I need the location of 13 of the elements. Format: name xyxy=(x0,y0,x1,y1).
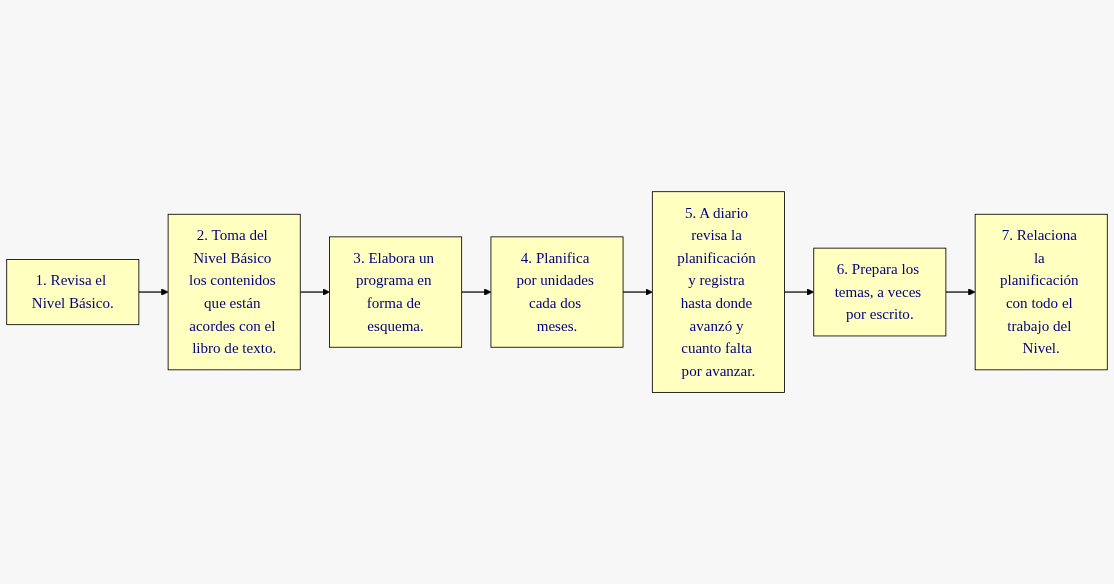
arrow xyxy=(138,288,169,296)
arrow xyxy=(299,288,330,296)
node-box: 2. Toma del Nivel Básico los contenidos que están acordes con el libro de texto. xyxy=(167,213,301,371)
node-box: 1. Revisa el Nivel Básico. xyxy=(6,258,140,326)
arrow xyxy=(461,288,492,296)
arrow xyxy=(783,288,815,296)
node-box: 5. A diario revisa la planificación y registra hasta donde avanzó y cuanto falta por avanzar. xyxy=(651,191,785,393)
node-box: 7. Relaciona la planificación con todo el trabajo del Nivel. xyxy=(974,213,1108,371)
arrow xyxy=(945,288,976,296)
arrow xyxy=(622,288,653,296)
node-box: 3. Elabora un programa en forma de esquema. xyxy=(329,236,463,348)
node-box: 4. Planifica por unidades cada dos meses. xyxy=(490,236,624,348)
node-box: 6. Prepara los temas, a veces por escrito. xyxy=(813,247,947,337)
